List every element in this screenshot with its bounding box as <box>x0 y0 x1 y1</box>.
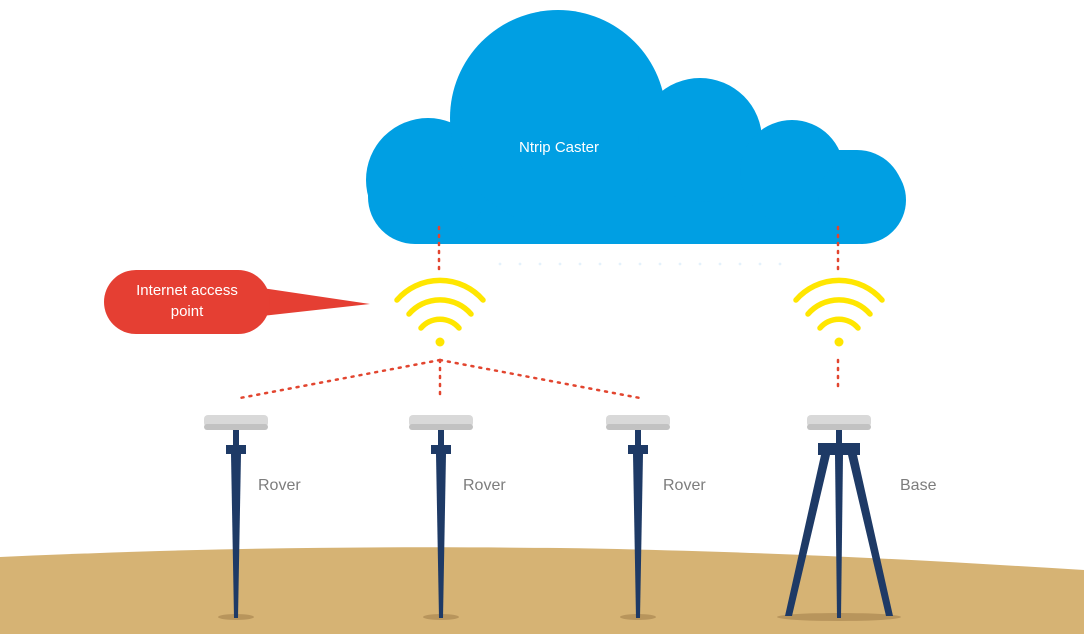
rover-1 <box>204 415 268 620</box>
rover-3-label: Rover <box>663 477 706 494</box>
ground <box>0 547 1084 634</box>
cloud <box>366 10 906 244</box>
internet-access-point-callout: Internet access point <box>104 270 370 334</box>
base-label: Base <box>900 477 937 494</box>
rover-1-label: Rover <box>258 477 301 494</box>
cloud-label: Ntrip Caster <box>519 139 599 156</box>
callout-line-2: point <box>171 303 204 320</box>
access-point-to-rover-3-line <box>438 358 642 400</box>
access-point-to-rover-1-line <box>238 358 442 400</box>
rover-2-label: Rover <box>463 477 506 494</box>
callout-line-1: Internet access <box>136 282 238 299</box>
base-wifi-icon <box>793 277 885 347</box>
rover-3 <box>606 415 670 620</box>
rover-2 <box>409 415 473 620</box>
cloud-edge-dots <box>498 262 782 266</box>
access-point-wifi-icon <box>394 277 486 347</box>
base-station <box>777 415 901 621</box>
connection-lines <box>238 225 840 400</box>
